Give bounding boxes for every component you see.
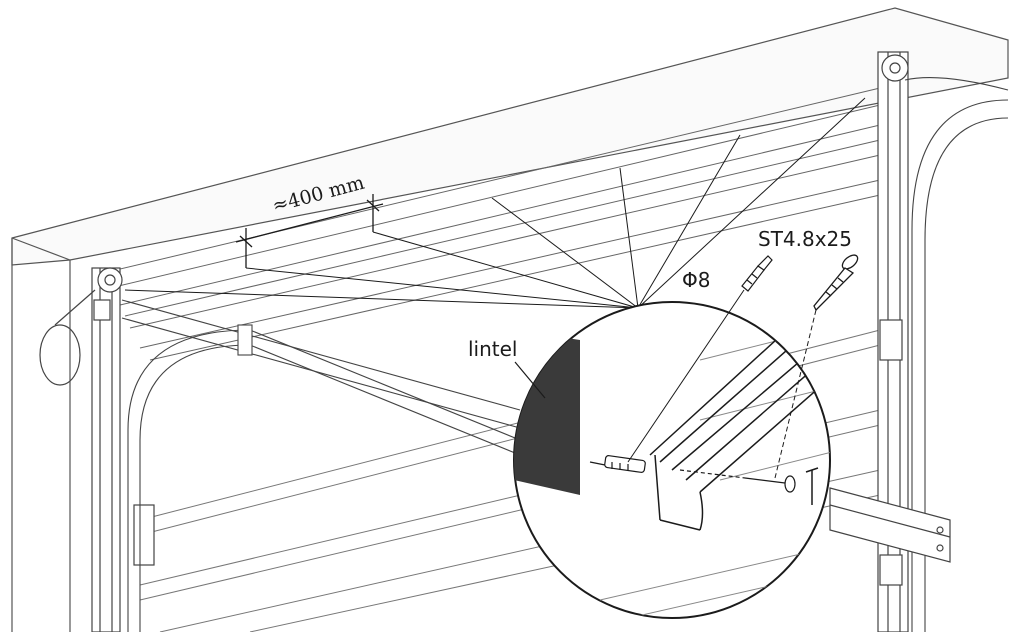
wall-plug-pointer bbox=[627, 289, 745, 463]
self-tapping-screw-icon bbox=[813, 254, 859, 312]
wall-plug-icon bbox=[741, 255, 773, 292]
lift-cable-loop bbox=[39, 289, 96, 386]
screw-label: ST4.8x25 bbox=[758, 227, 853, 251]
fixing-point-leaders bbox=[124, 97, 866, 309]
left-curved-track bbox=[121, 299, 521, 632]
wall-plug-label: Φ8 bbox=[682, 268, 711, 292]
angle-bracket bbox=[829, 487, 951, 563]
spacing-dimension bbox=[235, 194, 384, 268]
lintel-label: lintel bbox=[468, 337, 518, 361]
lintel-block bbox=[514, 330, 580, 495]
left-vertical-track bbox=[91, 267, 155, 632]
screw-detail bbox=[679, 469, 796, 493]
detail-magnifier bbox=[513, 301, 831, 619]
lintel-pointer bbox=[514, 361, 546, 399]
right-curved-track bbox=[904, 77, 1009, 632]
wall-block bbox=[11, 7, 1009, 632]
header-beam bbox=[94, 87, 881, 361]
screw-pointer bbox=[774, 309, 817, 479]
wall-plug-detail bbox=[589, 455, 646, 473]
